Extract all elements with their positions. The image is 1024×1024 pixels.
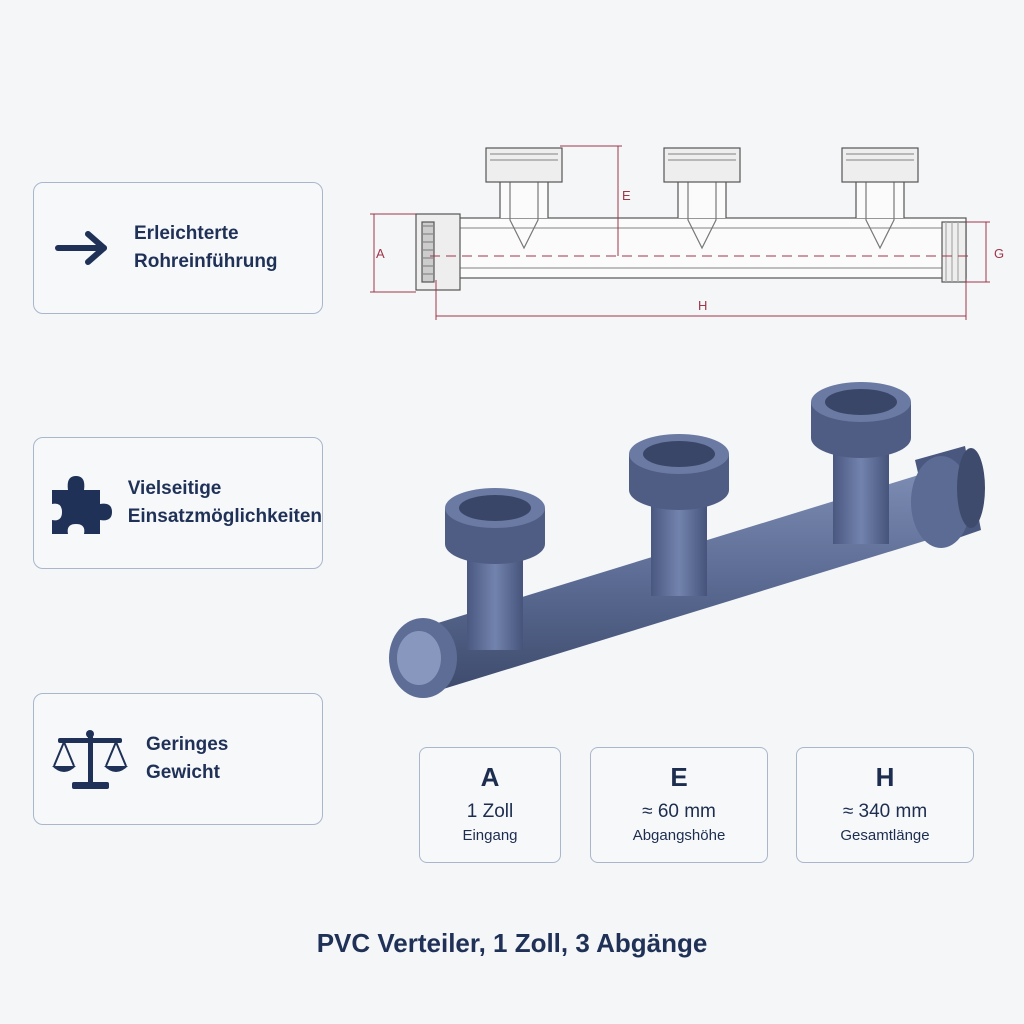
feature-line2: Gewicht (146, 762, 220, 783)
spec-value: ≈ 340 mm (842, 801, 928, 822)
feature-line1: Geringes (146, 734, 229, 755)
spec-card-a: A 1 Zoll Eingang (419, 747, 561, 863)
feature-line2: Rohreinführung (134, 251, 278, 272)
technical-drawing: A E G H (370, 145, 1004, 320)
feature-line2: Einsatzmöglichkeiten (127, 506, 322, 527)
puzzle-icon (34, 468, 128, 538)
dimension-label-e: E (622, 188, 631, 203)
spec-letter: E (670, 762, 688, 792)
arrow-right-icon (34, 228, 134, 268)
spec-description: Eingang (462, 827, 518, 844)
feature-line1: Erleichterte (134, 223, 239, 244)
spec-letter: H (875, 762, 895, 792)
manifold-render (389, 382, 985, 698)
spec-letter: A (480, 762, 500, 792)
spec-card-h: H ≈ 340 mm Gesamtlänge (796, 747, 974, 863)
spec-value: 1 Zoll (466, 801, 514, 822)
dimension-label-a: A (376, 246, 385, 261)
feature-line1: Vielseitige (127, 478, 222, 499)
feature-card-versatile: Vielseitige Einsatzmöglichkeiten (33, 437, 323, 569)
spec-description: Abgangshöhe (632, 827, 726, 844)
feature-card-weight: Geringes Gewicht (33, 693, 323, 825)
dimension-label-h: H (698, 298, 707, 313)
feature-card-pipe-insertion: Erleichterte Rohreinführung (33, 182, 323, 314)
spec-description: Gesamtlänge (840, 827, 930, 844)
dimension-label-g: G (994, 246, 1004, 261)
spec-value: ≈ 60 mm (642, 801, 716, 822)
scale-icon (34, 724, 146, 794)
product-title: PVC Verteiler, 1 Zoll, 3 Abgänge (316, 928, 708, 958)
spec-card-e: E ≈ 60 mm Abgangshöhe (590, 747, 768, 863)
